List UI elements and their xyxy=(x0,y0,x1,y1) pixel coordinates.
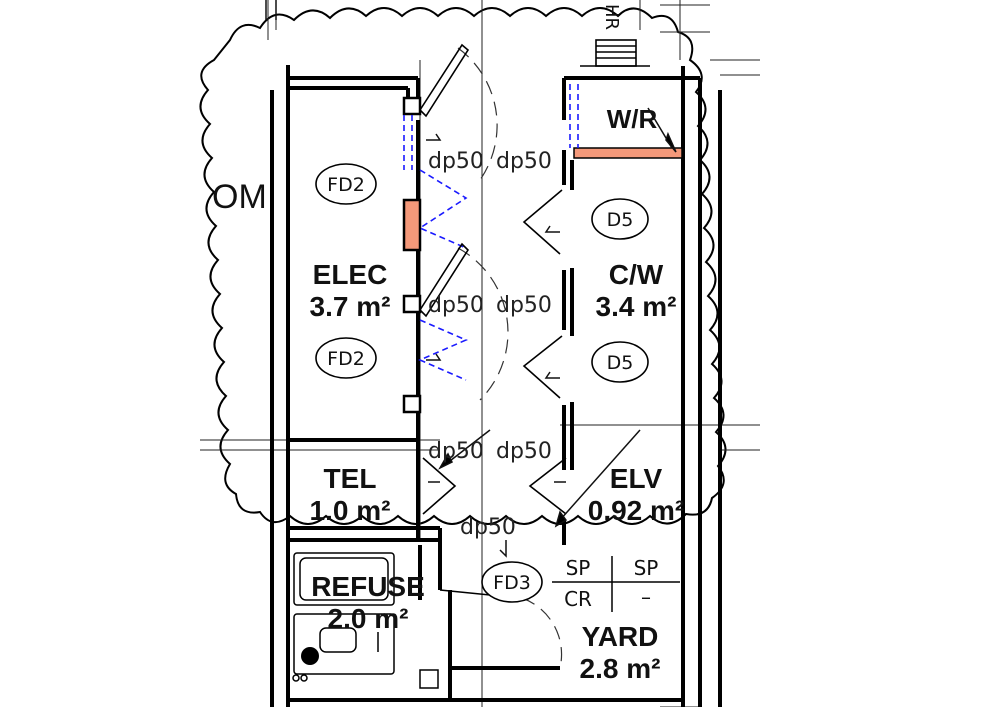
schedule-table-lines xyxy=(552,556,680,612)
door-tag-shapes xyxy=(315,163,649,603)
room-area-yard: 2.8 m² xyxy=(580,653,661,684)
refuse-fixtures xyxy=(292,552,439,689)
direction-arrows xyxy=(265,0,677,558)
drain-label-6: dp50 xyxy=(496,439,552,464)
drain-label-4: dp50 xyxy=(496,293,552,318)
room-name-elv: ELV xyxy=(610,463,663,494)
table-cell-r2c1: CR xyxy=(564,587,592,611)
refuse-drain-dot xyxy=(301,647,319,665)
room-name-elec: ELEC xyxy=(313,259,388,290)
room-area-tel: 1.0 m² xyxy=(310,495,391,526)
door-swing-arcs xyxy=(457,47,563,669)
drain-label-7: dp50 xyxy=(460,515,516,540)
wall-column-boxes xyxy=(402,96,422,414)
table-cell-r1c1: SP xyxy=(566,556,591,580)
door-tag-fd2-upper: FD2 xyxy=(327,174,365,196)
accent-bar-side xyxy=(402,198,422,252)
dashed-blue-lines xyxy=(403,84,579,381)
stair-symbol xyxy=(580,39,650,67)
table-cell-r2c2: – xyxy=(641,585,651,609)
room-name-cw: C/W xyxy=(609,259,664,290)
door-tag-fd3: FD3 xyxy=(493,572,531,594)
room-name-wr: W/R xyxy=(607,104,658,134)
grid-lines xyxy=(200,0,760,707)
drain-label-5: dp50 xyxy=(428,439,484,464)
drain-label-1: dp50 xyxy=(428,149,484,174)
door-leaves xyxy=(418,43,567,597)
table-cell-r1c2: SP xyxy=(634,556,659,580)
accent-bar-top xyxy=(573,147,683,159)
room-area-refuse: 2.0 m² xyxy=(328,603,409,634)
cut-text-om: OM xyxy=(212,178,267,216)
cut-text-hr: HR xyxy=(601,4,622,30)
room-area-elv: 0.92 m² xyxy=(588,495,685,526)
room-area-elec: 3.7 m² xyxy=(310,291,391,322)
door-tag-d5-upper: D5 xyxy=(607,209,634,231)
revision-cloud xyxy=(199,7,727,525)
room-area-cw: 3.4 m² xyxy=(596,291,677,322)
door-tag-d5-lower: D5 xyxy=(607,352,634,374)
drain-label-3: dp50 xyxy=(428,293,484,318)
room-name-yard: YARD xyxy=(582,621,659,652)
room-name-refuse: REFUSE xyxy=(311,571,425,602)
drain-label-2: dp50 xyxy=(496,149,552,174)
door-tag-fd2-lower: FD2 xyxy=(327,348,365,370)
room-name-tel: TEL xyxy=(324,463,377,494)
